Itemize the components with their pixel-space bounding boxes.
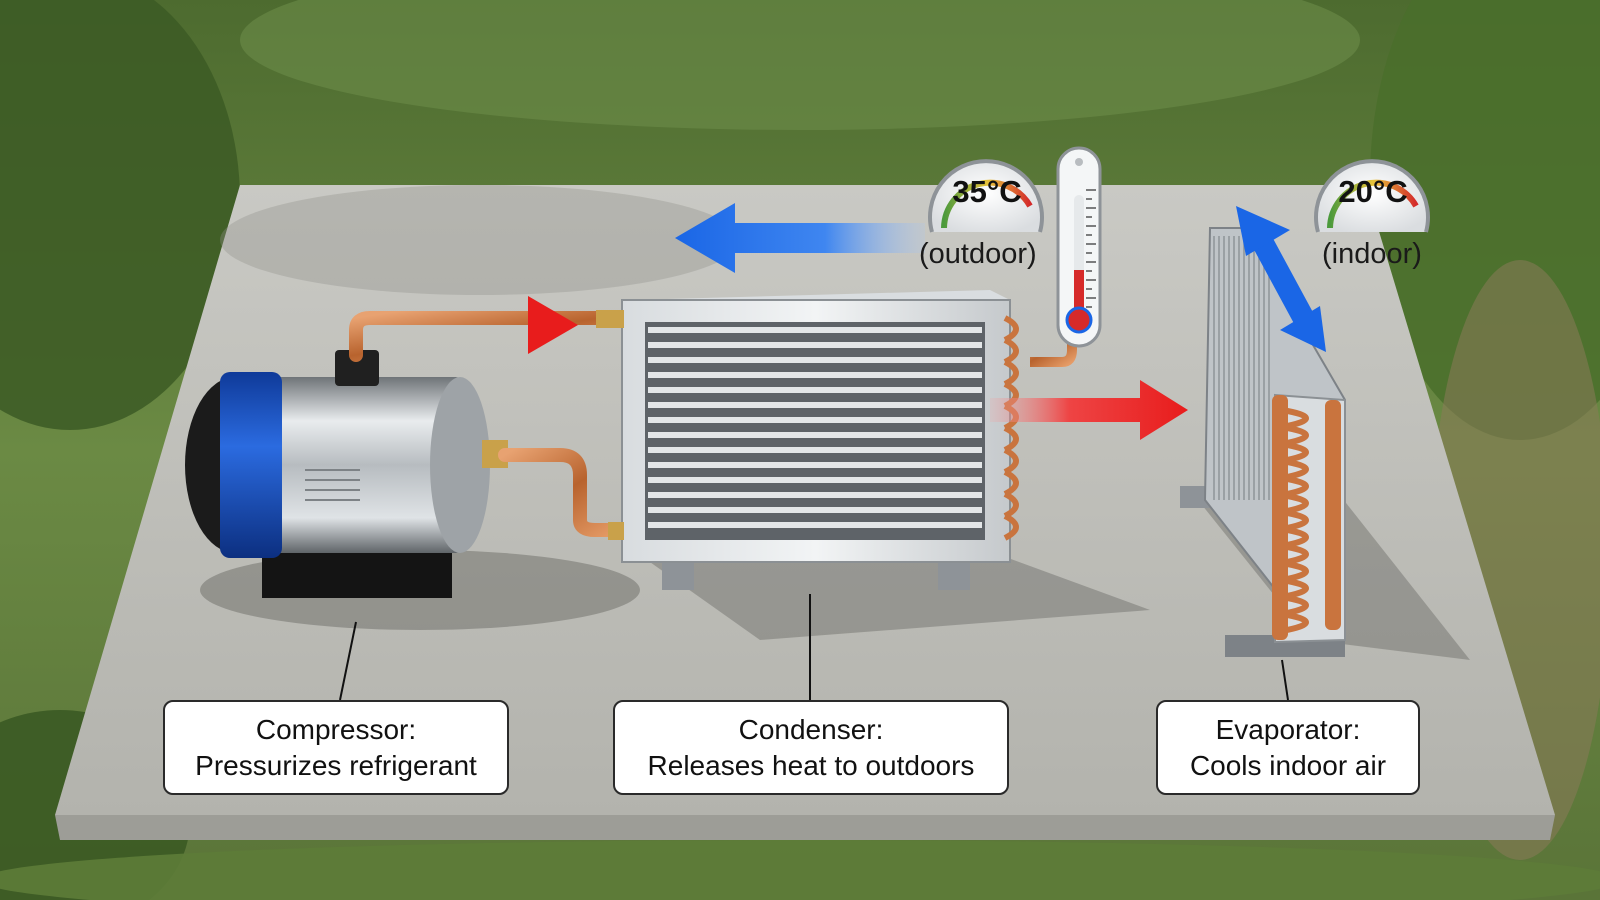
evaporator-label: Evaporator: Cools indoor air — [1156, 700, 1420, 795]
foliage-left — [0, 0, 240, 430]
indoor-gauge-icon — [1314, 159, 1430, 233]
condenser-label: Condenser: Releases heat to outdoors — [613, 700, 1009, 795]
condenser-label-title: Condenser: — [738, 713, 884, 745]
indoor-caption: (indoor) — [1322, 238, 1422, 270]
gauge-icon — [928, 159, 1044, 233]
compressor-label: Compressor: Pressurizes refrigerant — [163, 700, 509, 795]
thermometer-icon — [1056, 146, 1102, 348]
condenser-shadow — [640, 555, 1150, 640]
double-blue-arrow-icon — [1236, 206, 1326, 352]
compressor-blue-band — [220, 372, 282, 558]
compressor-label-title: Compressor: — [255, 713, 417, 745]
red-arrow-icon — [528, 296, 578, 354]
slab-edge — [55, 815, 1555, 840]
condenser — [596, 290, 1019, 590]
red-heat-arrow-icon — [990, 380, 1188, 440]
discharge-pipe — [349, 311, 607, 362]
compressor-label-description: Pressurizes refrigerant — [195, 749, 477, 781]
blue-arrow-icon — [675, 203, 925, 273]
condenser-fins — [648, 327, 982, 528]
evaporator-label-description: Cools indoor air — [1189, 749, 1387, 781]
outdoor-temperature-value: 35°C — [952, 174, 1022, 209]
compressor-leader — [339, 621, 357, 701]
evaporator-label-title: Evaporator: — [1215, 713, 1361, 745]
grass-front — [0, 840, 1600, 900]
evaporator-leader — [1281, 659, 1289, 701]
evaporator-coils — [1272, 395, 1341, 640]
indoor-temperature-value: 20°C — [1338, 174, 1408, 209]
compressor-top-fitting — [335, 350, 379, 386]
leaf-shadow — [220, 185, 740, 295]
compressor-tank-end — [430, 377, 490, 553]
condenser-outlet-fitting — [608, 522, 624, 540]
compressor-vents — [305, 469, 360, 501]
evaporator-foot-back — [1180, 486, 1210, 508]
compressor-tank — [232, 377, 460, 553]
condenser-label-description: Releases heat to outdoors — [647, 749, 975, 781]
foliage-top — [240, 0, 1360, 130]
thermometer-pipe — [1030, 335, 1077, 367]
evaporator — [1180, 227, 1347, 657]
outdoor-caption: (outdoor) — [919, 238, 1037, 270]
evaporator-fin-lines — [1213, 236, 1270, 500]
return-pipe — [498, 448, 629, 537]
condenser-inlet-fitting — [596, 310, 624, 328]
compressor — [185, 350, 508, 598]
